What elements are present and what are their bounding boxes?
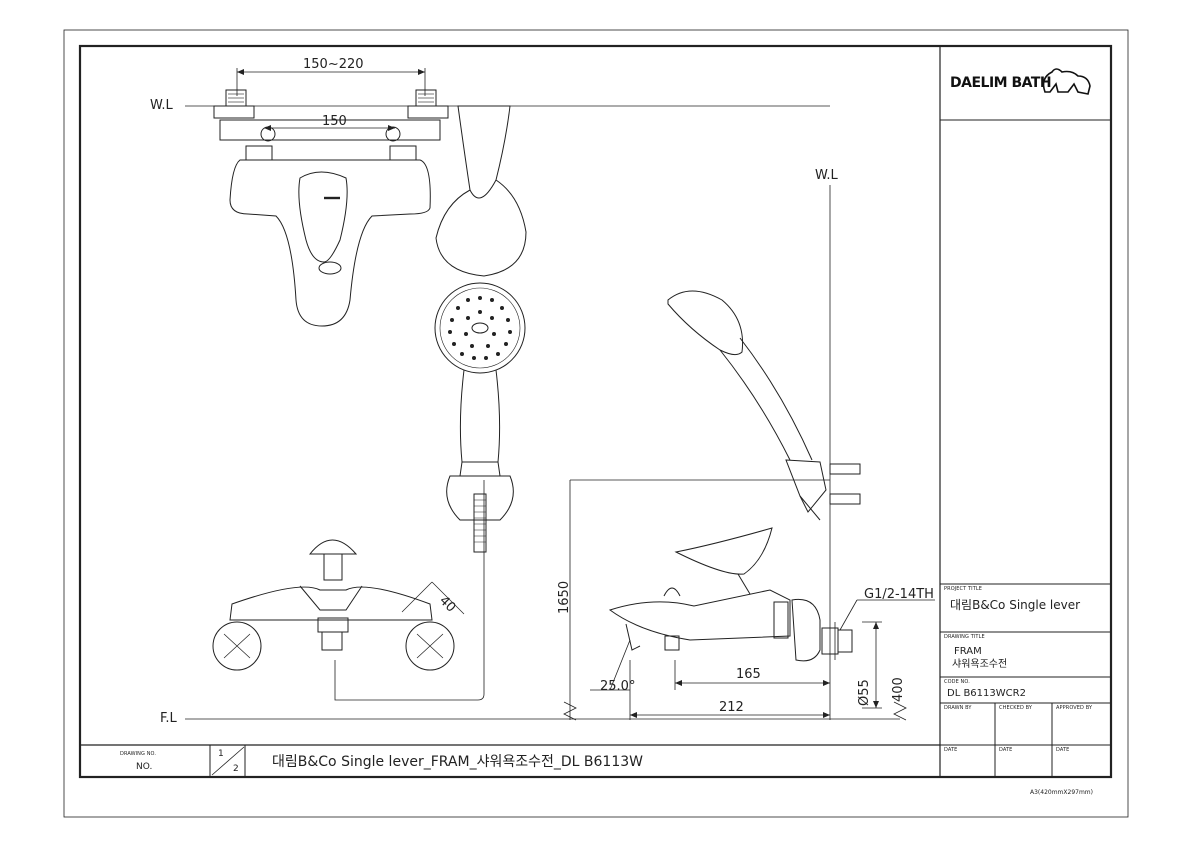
dimension-lines [236, 68, 935, 720]
drawing-title-line2: 샤워욕조수전 [952, 659, 1008, 670]
date-label: DATE [1056, 747, 1070, 753]
faucet-top-view [213, 89, 449, 327]
water-line-top-label: W.L [150, 98, 173, 113]
hand-shower-side [667, 290, 861, 521]
code-no: DL B6113WCR2 [947, 688, 1026, 699]
code-no-label: CODE NO. [944, 679, 970, 685]
checked-by-label: CHECKED BY [999, 705, 1032, 711]
dim-pipe-center-range: 150~220 [303, 57, 364, 72]
dim-thread-spec: G1/2-14TH [864, 587, 934, 602]
drawing-no: NO. [136, 762, 153, 772]
dim-overall-depth: 212 [719, 700, 744, 715]
faucet-side-view [608, 527, 853, 662]
date-label: DATE [999, 747, 1013, 753]
dim-pipe-center: 150 [322, 114, 347, 129]
logo-text: DAELIM BATH [950, 75, 1052, 91]
drawing-frame [78, 44, 1113, 779]
dim-height: 1650 [557, 580, 572, 614]
sheet-denominator: 2 [233, 764, 239, 774]
dimension-arrows [237, 69, 879, 718]
water-line-side-label: W.L [815, 168, 838, 183]
hand-shower-front [434, 282, 526, 553]
drawing-no-label: DRAWING NO. [120, 751, 157, 757]
sheet-numerator: 1 [218, 749, 224, 759]
date-label: DATE [944, 747, 958, 753]
drawing-full-title: 대림B&Co Single lever_FRAM_샤워욕조수전_DL B6113… [272, 754, 643, 770]
reference-lines [185, 105, 907, 721]
faucet-body-outline [229, 159, 431, 327]
logo-bear-icon [1042, 68, 1091, 95]
dim-spout-reach: 165 [736, 667, 761, 682]
project-title-label: PROJECT TITLE [944, 586, 983, 592]
drawing-title-label: DRAWING TITLE [944, 634, 985, 640]
dim-wall-height: 400 [891, 677, 906, 702]
dim-connection-diameter: Ø55 [857, 679, 872, 706]
sheet-outer-border [63, 29, 1129, 818]
project-title: 대림B&Co Single lever [950, 598, 1081, 612]
paper-size: A3(420mmX297mm) [1030, 789, 1093, 796]
lever-side-view [435, 105, 527, 277]
approved-by-label: APPROVED BY [1056, 705, 1093, 711]
drawn-by-label: DRAWN BY [944, 705, 972, 711]
dim-spout-angle: 25.0° [600, 679, 636, 694]
faucet-front-view [212, 539, 465, 671]
floor-line-label: F.L [160, 711, 177, 726]
drawing-title-line1: FRAM [954, 646, 982, 657]
